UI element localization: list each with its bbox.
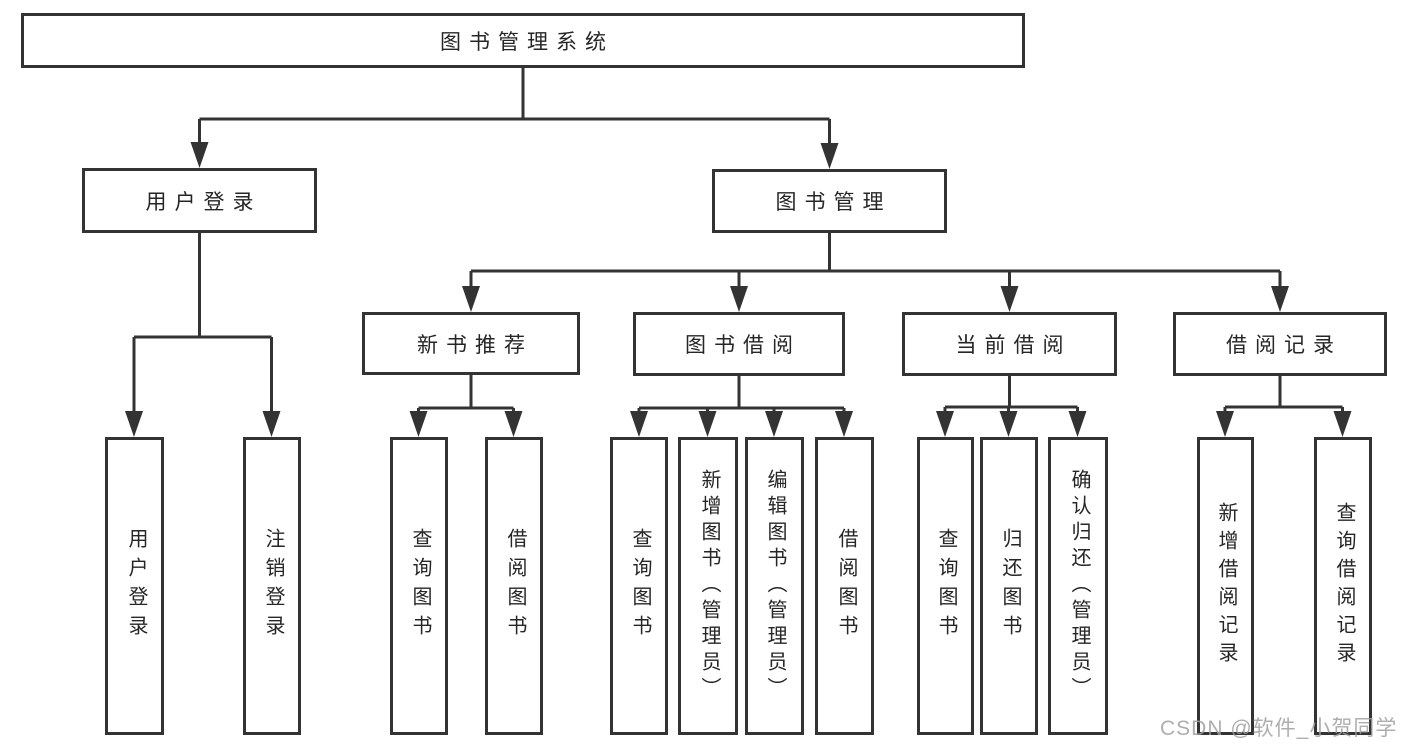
leaf-logout: 注销登录: [243, 437, 301, 735]
leaf-current-confirm-return-admin: 确认归还（管理员）: [1048, 437, 1108, 735]
node-borrow-records: 借阅记录: [1173, 312, 1387, 376]
leaf-user-login: 用户登录: [105, 437, 164, 735]
node-book-borrow: 图书借阅: [633, 312, 845, 376]
node-new-book-recommend: 新书推荐: [362, 312, 580, 375]
leaf-recommend-borrow-books: 借阅图书: [485, 437, 543, 735]
leaf-borrow-borrow-books: 借阅图书: [815, 437, 874, 735]
node-root-system: 图书管理系统: [21, 13, 1025, 68]
leaf-borrow-edit-books-admin: 编辑图书（管理员）: [745, 437, 804, 735]
leaf-records-add-record: 新增借阅记录: [1197, 437, 1254, 735]
leaf-current-return-books: 归还图书: [980, 437, 1038, 735]
csdn-watermark: CSDN @软件_小贺同学: [1160, 717, 1398, 740]
node-user-login-branch: 用户登录: [82, 168, 317, 233]
node-book-management-branch: 图书管理: [712, 169, 947, 233]
leaf-recommend-query-books: 查询图书: [390, 437, 448, 735]
node-current-borrow: 当前借阅: [902, 312, 1117, 376]
leaf-records-query-record: 查询借阅记录: [1314, 437, 1372, 735]
leaf-borrow-add-books-admin: 新增图书（管理员）: [678, 437, 738, 735]
leaf-current-query-books: 查询图书: [917, 437, 974, 735]
leaf-borrow-query-books: 查询图书: [610, 437, 668, 735]
